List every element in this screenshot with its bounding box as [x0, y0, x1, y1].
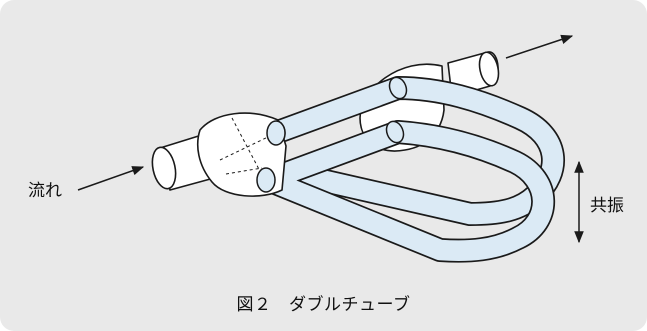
- front-tube: [256, 120, 556, 263]
- flow-in-arrow: [77, 166, 145, 191]
- inlet-manifold: [151, 112, 287, 197]
- flow-label: 流れ: [28, 181, 62, 201]
- figure-caption: 図２ ダブルチューブ: [236, 295, 411, 315]
- resonance-label: 共振: [590, 196, 624, 216]
- flow-out-arrow: [505, 34, 574, 59]
